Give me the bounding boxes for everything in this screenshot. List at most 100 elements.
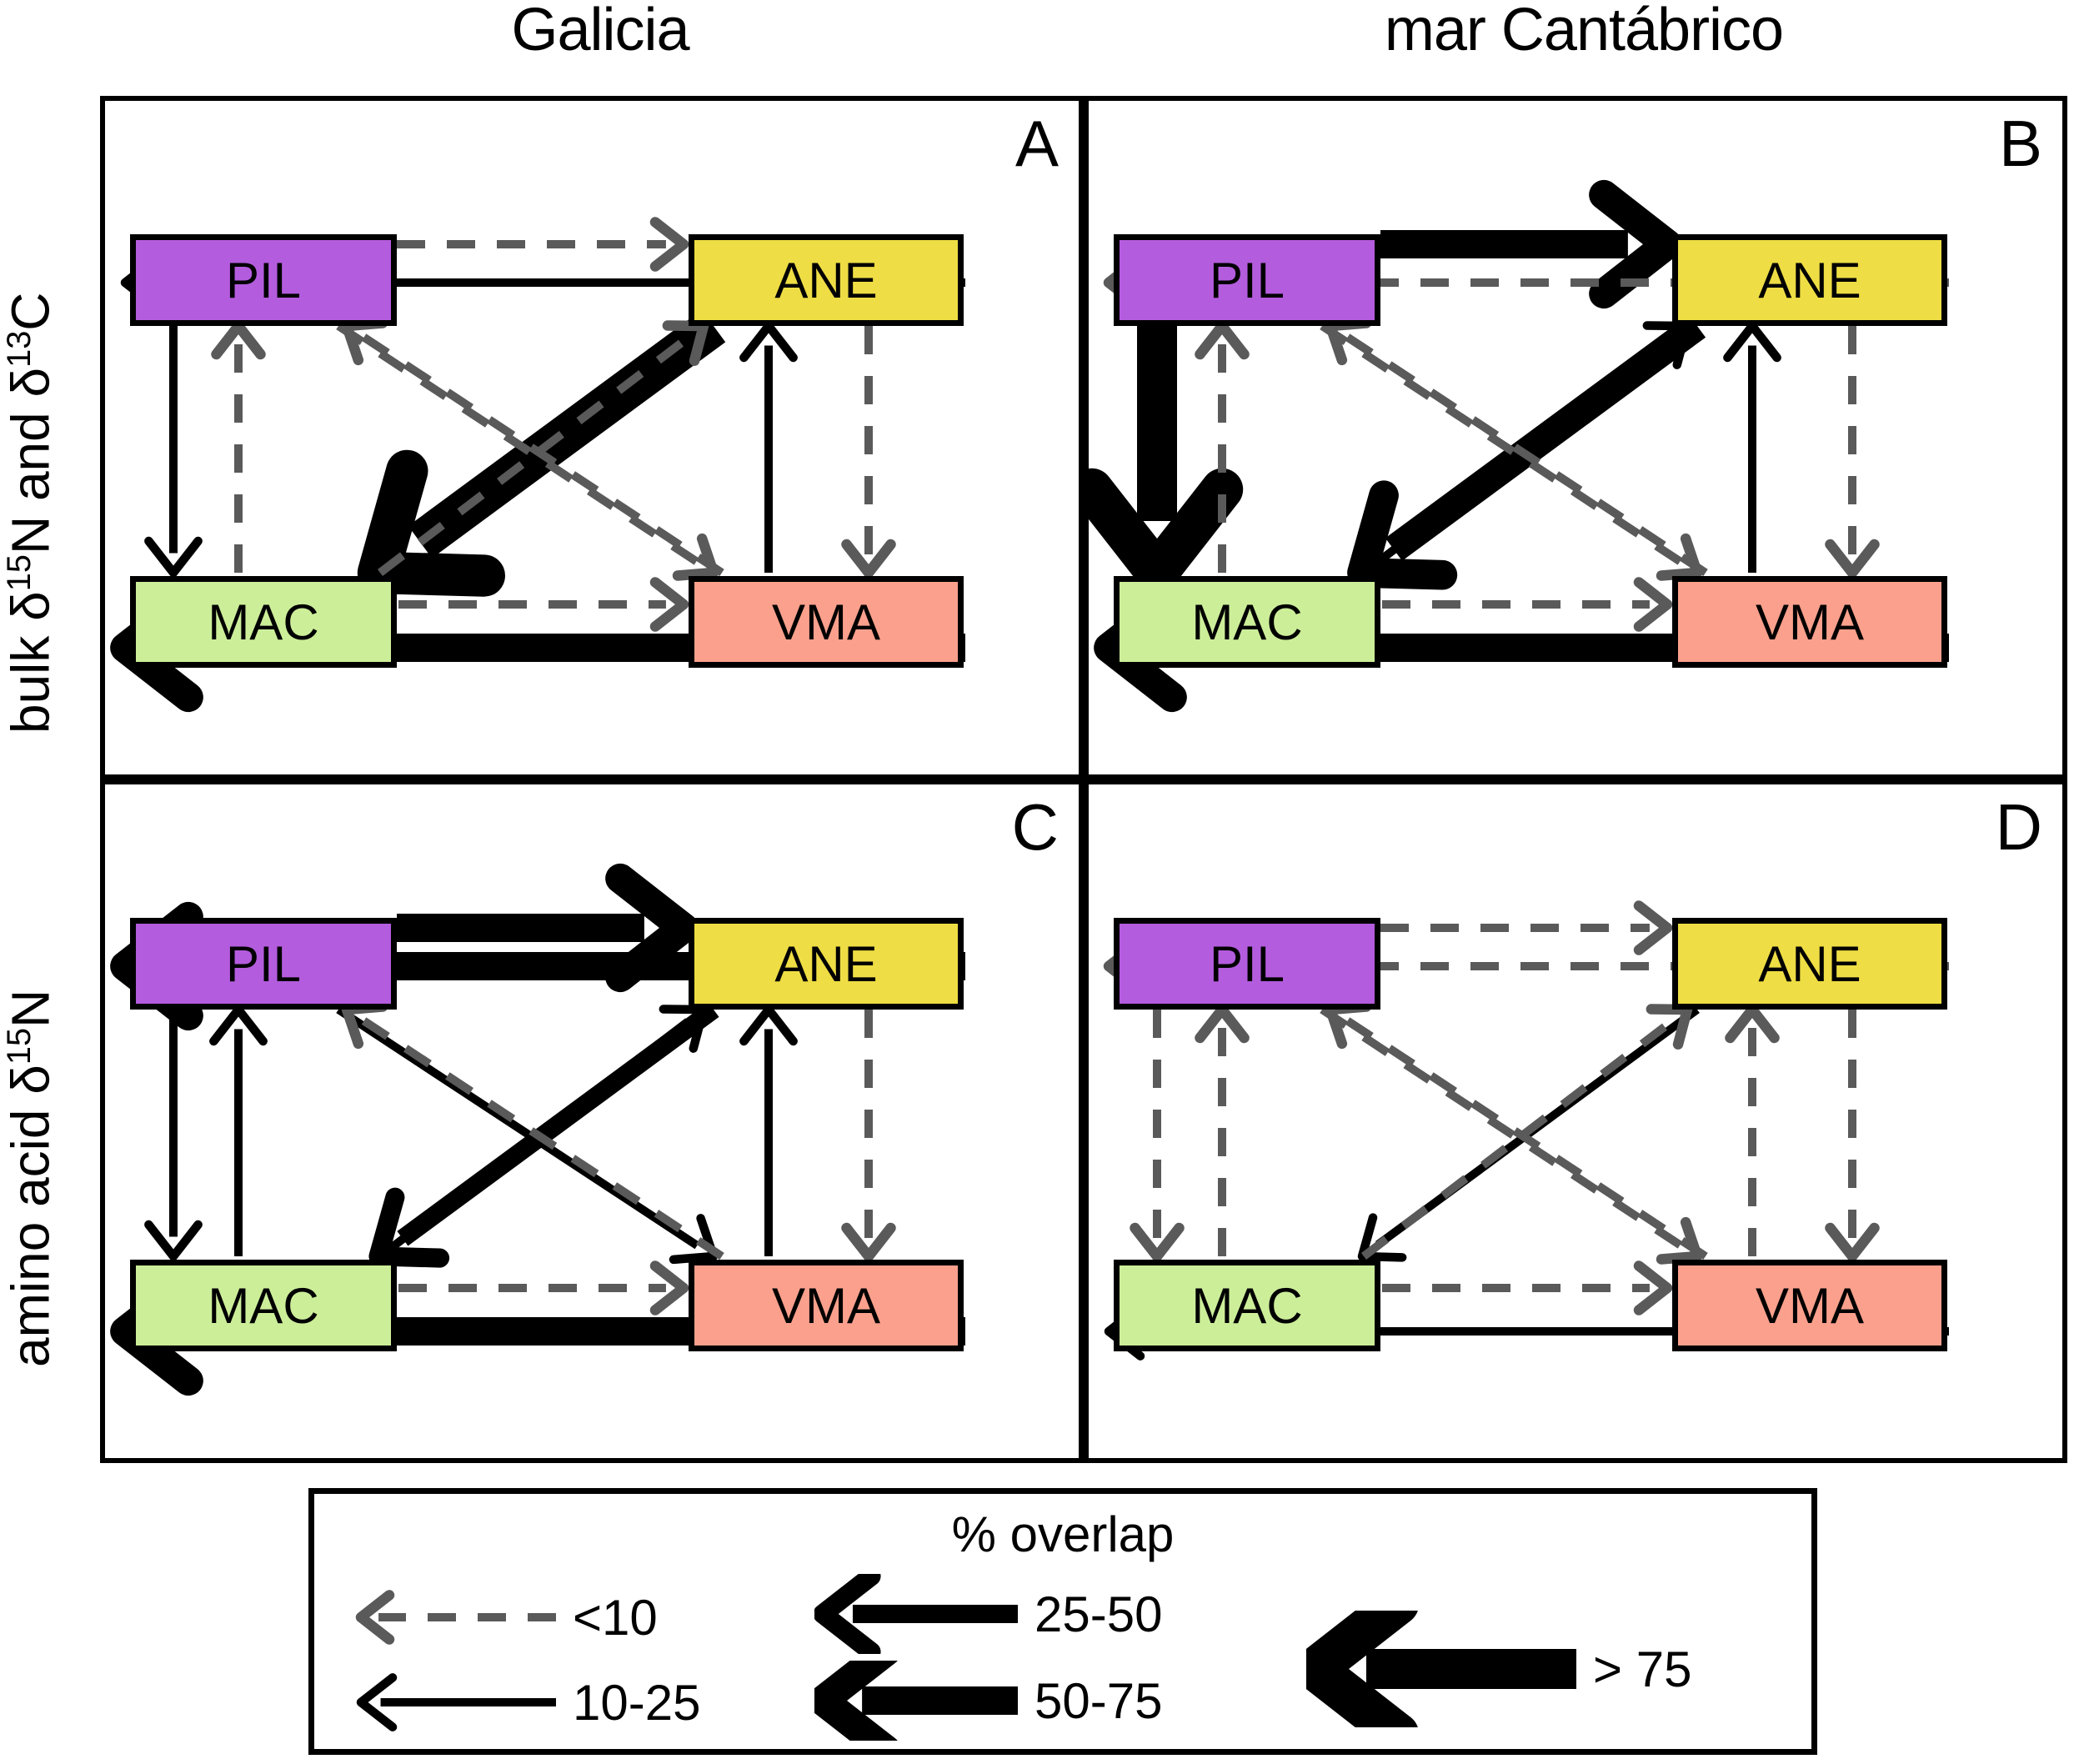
- label-text: bulk δ: [0, 591, 61, 734]
- legend-label-lt10: <10: [573, 1589, 658, 1646]
- edge-vma-to-ane: [1723, 321, 1781, 573]
- arrow-head: [355, 1590, 395, 1645]
- node-ane[interactable]: ANE: [689, 918, 964, 1010]
- arrow-head: [814, 1574, 881, 1654]
- node-vma[interactable]: VMA: [689, 576, 964, 668]
- node-vma[interactable]: VMA: [689, 1260, 964, 1351]
- column-title-galicia: Galicia: [511, 0, 689, 63]
- node-mac[interactable]: MAC: [1114, 1260, 1380, 1351]
- arrow-shaft: [1320, 1005, 1686, 1250]
- arrow-head: [1306, 1611, 1418, 1727]
- label-text: amino acid δ: [0, 1065, 61, 1367]
- arrow-shaft: [1342, 1015, 1708, 1260]
- legend-swatch-10-25: [356, 1673, 556, 1731]
- arrow-shaft: [358, 332, 724, 577]
- edge-pil-to-mac: [1130, 1010, 1185, 1262]
- arrow-head: [1633, 900, 1673, 955]
- arrow-head: [739, 321, 798, 363]
- edge-pil-to-mac: [1089, 326, 1244, 594]
- node-mac[interactable]: MAC: [130, 1260, 397, 1351]
- legend-label-gt75: > 75: [1593, 1641, 1692, 1697]
- legend-item-gt75: > 75: [1306, 1611, 1691, 1727]
- node-pil[interactable]: PIL: [1114, 234, 1380, 326]
- arrow-head: [144, 1220, 203, 1261]
- arrow-head: [672, 533, 719, 581]
- arrow-head: [1089, 468, 1244, 594]
- legend-label-25-50: 25-50: [1034, 1586, 1163, 1642]
- node-label: ANE: [774, 252, 878, 308]
- node-vma[interactable]: VMA: [1672, 576, 1947, 668]
- arrow-head: [814, 1661, 898, 1741]
- arrow-shaft: [1360, 334, 1675, 576]
- edge-mac-to-vma: [1382, 1260, 1673, 1315]
- node-ane[interactable]: ANE: [1672, 918, 1947, 1010]
- label-text: C: [0, 292, 61, 331]
- arrow-head: [1195, 320, 1250, 360]
- node-label: VMA: [771, 594, 881, 650]
- isotope-superscript: 15: [1, 554, 38, 592]
- arrow-head: [1633, 577, 1673, 632]
- label-text: N: [0, 989, 61, 1028]
- edge-pil-to-mac: [144, 326, 203, 578]
- node-ane[interactable]: ANE: [1672, 234, 1947, 326]
- arrow-head: [356, 1673, 398, 1731]
- isotope-superscript: 13: [1, 330, 38, 368]
- edge-mac-to-ane: [377, 320, 709, 576]
- edge-pil-to-ane: [1380, 179, 1682, 309]
- arrow-head: [841, 539, 896, 579]
- arrow-head: [1656, 533, 1703, 581]
- label-text: N and δ: [0, 367, 61, 555]
- edge-vma-to-ane: [1725, 1004, 1780, 1256]
- arrow-head: [1723, 321, 1781, 363]
- arrow-shaft: [336, 1005, 700, 1250]
- edge-pil-to-vma: [1320, 1005, 1703, 1265]
- arrow-head: [1825, 539, 1880, 579]
- panel-b-network: [1089, 179, 1949, 713]
- node-label: MAC: [208, 1277, 319, 1334]
- edge-mac-to-pil: [209, 1005, 268, 1256]
- arrow-head: [1633, 1260, 1673, 1315]
- panel-letter-d: D: [1995, 790, 2042, 864]
- arrow-head: [659, 1005, 709, 1053]
- arrow-head: [1130, 1222, 1185, 1262]
- node-ane[interactable]: ANE: [689, 234, 964, 326]
- panel-d: D PIL ANE MAC VMA: [1084, 779, 2067, 1463]
- arrow-head: [1589, 179, 1682, 309]
- edge-mac-to-ane: [1360, 1004, 1693, 1260]
- node-label: MAC: [208, 594, 319, 650]
- edge-ane-to-vma: [841, 326, 896, 579]
- legend-swatch-lt10: [355, 1590, 556, 1645]
- node-pil[interactable]: PIL: [130, 918, 397, 1010]
- arrow-head: [368, 1187, 450, 1268]
- node-label: ANE: [774, 935, 878, 992]
- arrow-shaft: [358, 1015, 724, 1260]
- isotope-superscript: 15: [1, 1027, 38, 1065]
- arrow-head: [211, 320, 266, 360]
- node-pil[interactable]: PIL: [1114, 918, 1380, 1010]
- node-label: PIL: [225, 935, 302, 992]
- panel-letter-a: A: [1014, 107, 1059, 180]
- node-label: MAC: [1191, 594, 1303, 650]
- arrow-head: [669, 1214, 719, 1265]
- edge-vma-to-ane: [739, 321, 798, 573]
- edge-pil-to-mac: [144, 1010, 203, 1261]
- panel-b: B PIL ANE MAC VMA: [1084, 96, 2067, 779]
- node-label: VMA: [1755, 1277, 1865, 1334]
- legend-label-50-75: 50-75: [1034, 1672, 1163, 1729]
- legend-item-25-50: 25-50: [814, 1574, 1162, 1654]
- node-pil[interactable]: PIL: [130, 234, 397, 326]
- panel-letter-b: B: [1998, 107, 2042, 180]
- arrow-head: [649, 217, 689, 272]
- arrow-head: [739, 1005, 798, 1046]
- node-mac[interactable]: MAC: [1114, 576, 1380, 668]
- row-label-amino-acid: amino acid δ15N: [0, 989, 61, 1367]
- edge-mac-to-vma: [1382, 577, 1673, 632]
- node-label: MAC: [1191, 1277, 1303, 1334]
- node-mac[interactable]: MAC: [130, 576, 397, 668]
- column-title-cantabrico: mar Cantábrico: [1384, 0, 1784, 63]
- row-label-bulk: bulk δ15N and δ13C: [0, 292, 61, 734]
- arrow-head: [1642, 321, 1692, 369]
- node-vma[interactable]: VMA: [1672, 1260, 1947, 1351]
